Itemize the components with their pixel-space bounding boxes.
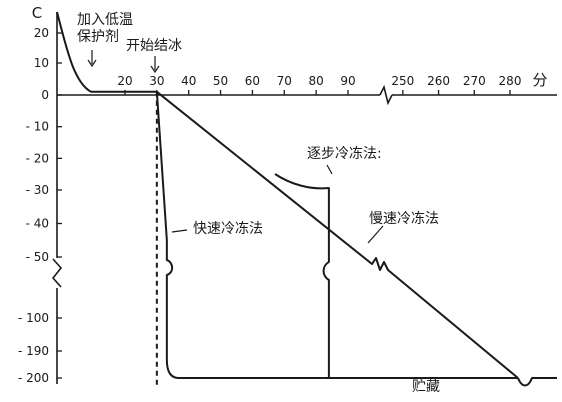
arrowhead-start-freezing (150, 65, 160, 74)
y-axis-break (51, 258, 63, 288)
chart-ticks: 20 10 0 - 10 - 20 - 30 - 40 - 50 - 100 - 190 - 200… (18, 26, 522, 385)
x-tick-label: 60 (245, 74, 260, 88)
y-tick-label: 0 (41, 88, 49, 102)
x-tick-label: 90 (340, 74, 355, 88)
x-tick-label: 280 (499, 74, 522, 88)
y-tick-label: - 10 (26, 120, 49, 134)
y-axis-label: C (32, 4, 42, 22)
series-fast-freezing-drop (155, 91, 518, 379)
chart-series (56, 11, 557, 388)
x-tick-label: 260 (427, 74, 450, 88)
annotation-slow-freezing: 慢速冷冻法 (369, 210, 439, 227)
x-tick-label: 50 (213, 74, 228, 88)
annotation-add-cryoprotectant: 加入低温 (77, 12, 133, 28)
x-tick-label: 20 (117, 74, 132, 88)
y-tick-label: 10 (34, 56, 49, 70)
x-axis-break (379, 84, 393, 106)
y-tick-label: - 190 (18, 344, 49, 358)
x-tick-label: 70 (277, 74, 292, 88)
series-storage-end (517, 377, 557, 387)
y-tick-label: - 20 (26, 151, 49, 165)
x-tick-label: 30 (149, 74, 164, 88)
leader-fast-freezing (171, 229, 188, 233)
annotation-fast-freezing: 快速冷冻法 (193, 220, 263, 237)
arrowhead-add-cryoprotectant (87, 59, 97, 68)
series-stepwise-freezing (274, 173, 330, 378)
annotation-storage: 贮藏 (412, 379, 440, 395)
y-tick-label: - 50 (26, 250, 49, 264)
x-tick-label: 270 (463, 74, 486, 88)
x-tick-label: 80 (309, 74, 324, 88)
y-tick-label: - 30 (26, 183, 49, 197)
leader-slow-freezing (367, 225, 384, 244)
x-tick-label: 40 (181, 74, 196, 88)
y-tick-label: 20 (34, 26, 49, 40)
x-axis-label: 分 (532, 71, 547, 89)
annotation-add-cryoprotectant: 保护剂 (77, 29, 119, 45)
y-tick-label: - 100 (18, 311, 49, 325)
leader-stepwise-freezing (326, 164, 333, 175)
y-tick-label: - 200 (18, 371, 49, 385)
chart-axes (51, 12, 557, 384)
y-tick-label: - 40 (26, 217, 49, 231)
annotation-start-freezing: 开始结冰 (126, 38, 182, 54)
x-tick-label: 250 (391, 74, 414, 88)
series-slow-freezing (156, 91, 519, 379)
series-fast-freezing-curve (56, 11, 157, 93)
annotation-stepwise-freezing: 逐步冷冻法: (307, 145, 382, 162)
